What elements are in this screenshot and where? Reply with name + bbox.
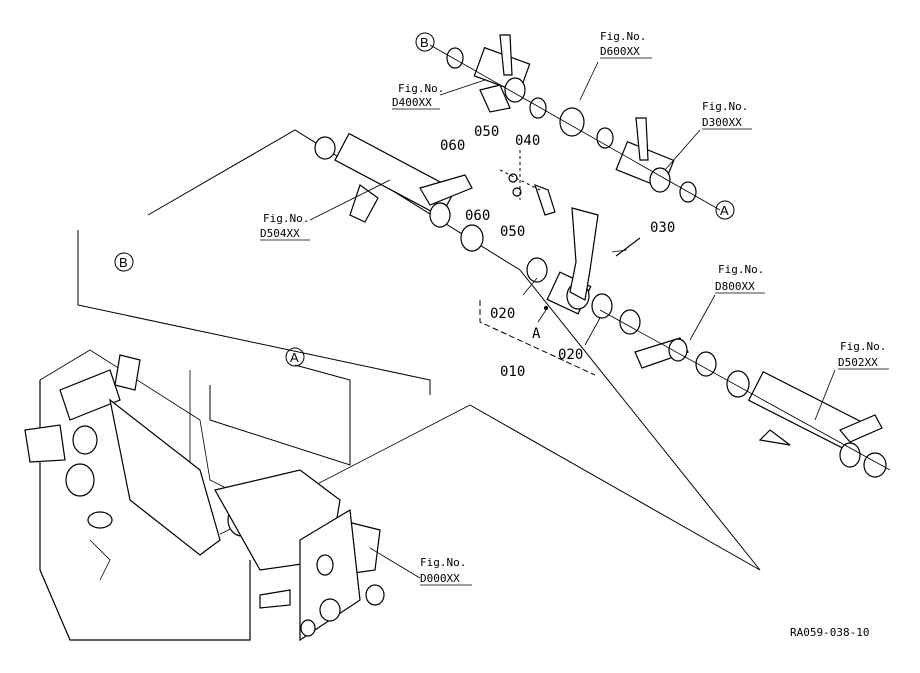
svg-text:Fig.No.: Fig.No.	[840, 340, 886, 353]
svg-text:Fig.No.: Fig.No.	[263, 212, 309, 225]
plane-inner	[209, 364, 351, 466]
marker-a-mid: A	[285, 347, 305, 367]
lever-010	[526, 207, 641, 319]
callout-010: 010	[500, 364, 525, 380]
svg-text:A: A	[290, 350, 299, 365]
fig-ref-d600: Fig.No. D600XX	[600, 30, 652, 59]
small-hardware	[499, 150, 556, 216]
svg-text:Fig.No.: Fig.No.	[398, 82, 444, 95]
drawing-id: RA059-038-10	[790, 626, 869, 639]
plane-upper	[147, 129, 761, 571]
svg-text:D600XX: D600XX	[600, 45, 640, 58]
fig-ref-d800: Fig.No. D800XX	[715, 263, 765, 294]
marker-b-left: B	[114, 252, 134, 272]
marker-a-right: A	[715, 200, 735, 220]
fig-ref-d502: Fig.No. D502XX	[838, 340, 889, 370]
fig-ref-d000: Fig.No. D000XX	[420, 556, 472, 586]
callout-030: 030	[650, 220, 675, 236]
svg-text:D400XX: D400XX	[392, 96, 432, 109]
svg-text:D504XX: D504XX	[260, 227, 300, 240]
point-a-label: A	[532, 326, 541, 342]
plane-left	[77, 230, 431, 395]
svg-text:D300XX: D300XX	[702, 116, 742, 129]
shaft-d800-d502	[599, 309, 891, 478]
svg-text:D502XX: D502XX	[838, 356, 878, 369]
group-bracket	[479, 300, 596, 376]
fig-ref-d300: Fig.No. D300XX	[702, 100, 752, 130]
svg-text:Fig.No.: Fig.No.	[718, 263, 764, 276]
svg-text:Fig.No.: Fig.No.	[600, 30, 646, 43]
callout-060-top: 060	[440, 138, 465, 154]
fig-ref-d400: Fig.No. D400XX	[392, 82, 444, 110]
callout-040: 040	[515, 133, 540, 149]
main-frame	[24, 349, 385, 642]
svg-text:A: A	[720, 203, 729, 218]
marker-b-top: B	[415, 32, 435, 52]
svg-text:D800XX: D800XX	[715, 280, 755, 293]
svg-text:Fig.No.: Fig.No.	[702, 100, 748, 113]
callout-020-left: 020	[490, 306, 515, 322]
callout-050-bottom: 050	[500, 224, 525, 240]
callout-060-bottom: 060	[465, 208, 490, 224]
svg-text:D000XX: D000XX	[420, 572, 460, 585]
callout-020-right: 020	[558, 347, 583, 363]
plane-lower	[179, 404, 471, 556]
svg-text:B: B	[420, 35, 429, 50]
callout-050-top: 050	[474, 124, 499, 140]
shaft-d504	[314, 132, 484, 252]
svg-text:Fig.No.: Fig.No.	[420, 556, 466, 569]
fig-ref-d504: Fig.No. D504XX	[260, 212, 310, 241]
svg-text:B: B	[119, 255, 128, 270]
upper-shaft-assembly	[429, 34, 721, 211]
